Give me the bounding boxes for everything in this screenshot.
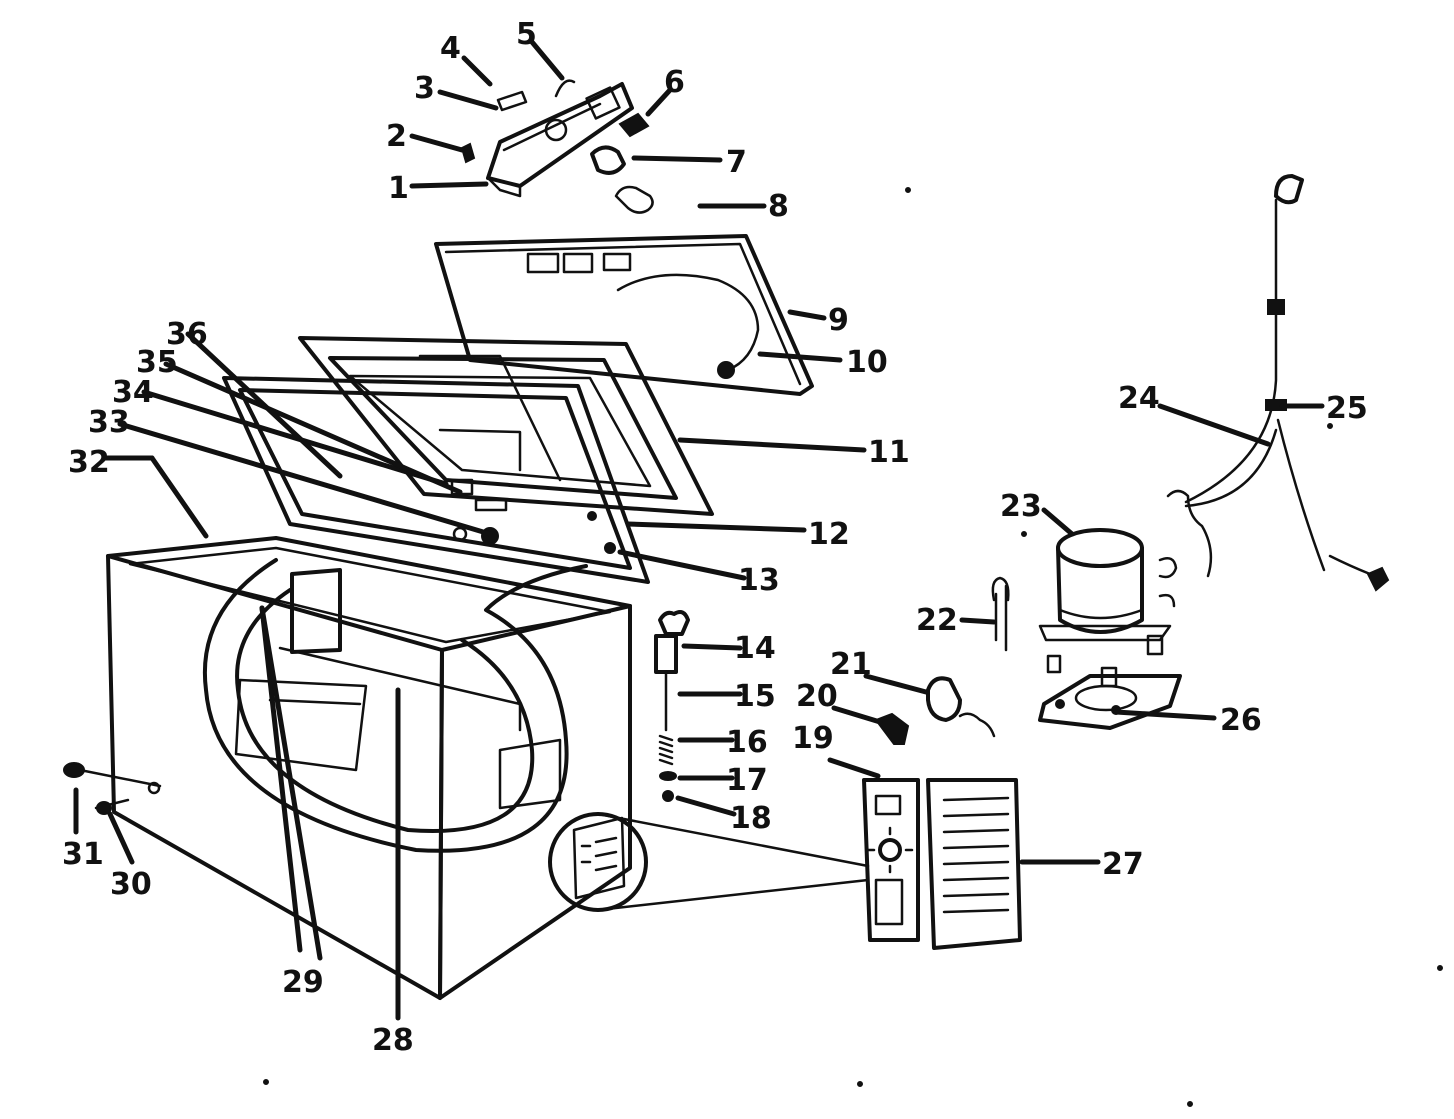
callout-13: 13 bbox=[738, 563, 780, 598]
callout-7: 7 bbox=[726, 145, 747, 180]
callout-4: 4 bbox=[440, 31, 461, 66]
callout-29: 29 bbox=[282, 965, 324, 1000]
scan-specks bbox=[263, 187, 1443, 1107]
callout-28: 28 bbox=[372, 1023, 414, 1058]
callout-11: 11 bbox=[868, 435, 910, 470]
callout-33: 33 bbox=[88, 405, 130, 440]
leader-lines bbox=[73, 39, 1325, 865]
callout-8: 8 bbox=[768, 189, 789, 224]
callout-24: 24 bbox=[1118, 381, 1160, 416]
callout-22: 22 bbox=[916, 603, 958, 638]
callout-labels: 1 2 3 4 5 6 7 8 9 10 11 12 13 14 15 16 1… bbox=[62, 17, 1368, 1058]
callout-30: 30 bbox=[110, 867, 152, 902]
callout-25: 25 bbox=[1326, 391, 1368, 426]
lid-outer-panel-drawing bbox=[434, 234, 814, 396]
control-housing-assembly bbox=[460, 79, 654, 214]
callout-35: 35 bbox=[136, 345, 178, 380]
callout-32: 32 bbox=[68, 445, 110, 480]
callout-10: 10 bbox=[846, 345, 888, 380]
callout-12: 12 bbox=[808, 517, 850, 552]
callout-34: 34 bbox=[112, 375, 154, 410]
callout-26: 26 bbox=[1220, 703, 1262, 738]
callout-27: 27 bbox=[1102, 847, 1144, 882]
hinge-assembly-drawing bbox=[654, 610, 690, 802]
callout-9: 9 bbox=[828, 303, 849, 338]
callout-23: 23 bbox=[1000, 489, 1042, 524]
lid-liner-drawing bbox=[298, 336, 714, 516]
callout-18: 18 bbox=[730, 801, 772, 836]
callout-5: 5 bbox=[516, 17, 537, 52]
callout-6: 6 bbox=[664, 65, 685, 100]
callout-15: 15 bbox=[734, 679, 776, 714]
callout-3: 3 bbox=[414, 71, 435, 106]
callout-16: 16 bbox=[726, 725, 768, 760]
grille-detail-circle bbox=[548, 812, 870, 912]
callout-21: 21 bbox=[830, 647, 872, 682]
cabinet-drawing bbox=[63, 536, 632, 1021]
callout-36: 36 bbox=[166, 317, 208, 352]
callout-19: 19 bbox=[792, 721, 834, 756]
callout-20: 20 bbox=[796, 679, 838, 714]
callout-2: 2 bbox=[386, 119, 407, 154]
callout-31: 31 bbox=[62, 837, 104, 872]
callout-1: 1 bbox=[388, 171, 409, 206]
compressor-assembly-drawing bbox=[1038, 174, 1390, 730]
grille-panels-drawing bbox=[862, 778, 1022, 950]
callout-14: 14 bbox=[734, 631, 776, 666]
callout-17: 17 bbox=[726, 763, 768, 798]
electrical-parts-drawing bbox=[874, 576, 1010, 745]
lid-frame-drawing bbox=[222, 376, 650, 584]
